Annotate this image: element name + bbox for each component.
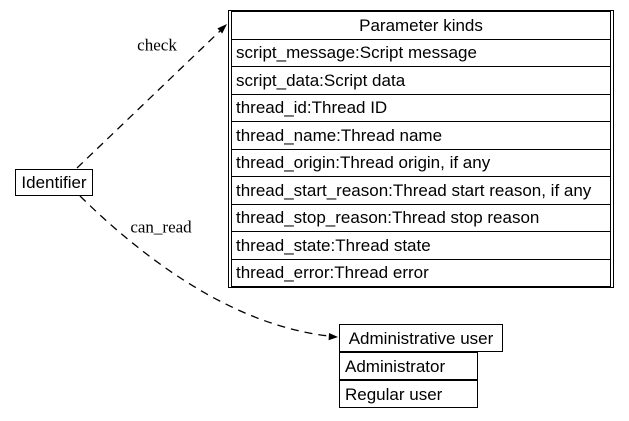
administrative-user-table-title: Administrative user bbox=[339, 324, 503, 352]
can-read-edge-label: can_read bbox=[130, 217, 192, 237]
check-edge-label: check bbox=[137, 35, 177, 55]
parameter-kinds-table-title: Parameter kinds bbox=[231, 11, 611, 40]
table-row: thread_id:Thread ID bbox=[231, 93, 611, 122]
table-row: Administrator bbox=[339, 352, 478, 380]
table-row: Regular user bbox=[339, 380, 478, 408]
table-row: thread_error:Thread error bbox=[231, 258, 611, 287]
table-row: thread_state:Thread state bbox=[231, 231, 611, 260]
can-read-edge bbox=[79, 195, 338, 341]
can-read-arrowhead-icon bbox=[328, 333, 338, 341]
check-arrowhead-icon bbox=[217, 24, 227, 34]
identifier-node: Identifier bbox=[15, 169, 93, 196]
table-row: thread_stop_reason:Thread stop reason bbox=[231, 203, 611, 232]
table-row: thread_name:Thread name bbox=[231, 121, 611, 150]
table-row: script_message:Script message bbox=[231, 38, 611, 67]
check-edge bbox=[76, 24, 227, 169]
table-row: thread_origin:Thread origin, if any bbox=[231, 148, 611, 177]
table-row: script_data:Script data bbox=[231, 66, 611, 95]
parameter-kinds-table: Parameter kinds script_message:Script me… bbox=[228, 10, 614, 288]
identifier-node-label: Identifier bbox=[21, 173, 87, 192]
table-row: thread_start_reason:Thread start reason,… bbox=[231, 176, 611, 205]
